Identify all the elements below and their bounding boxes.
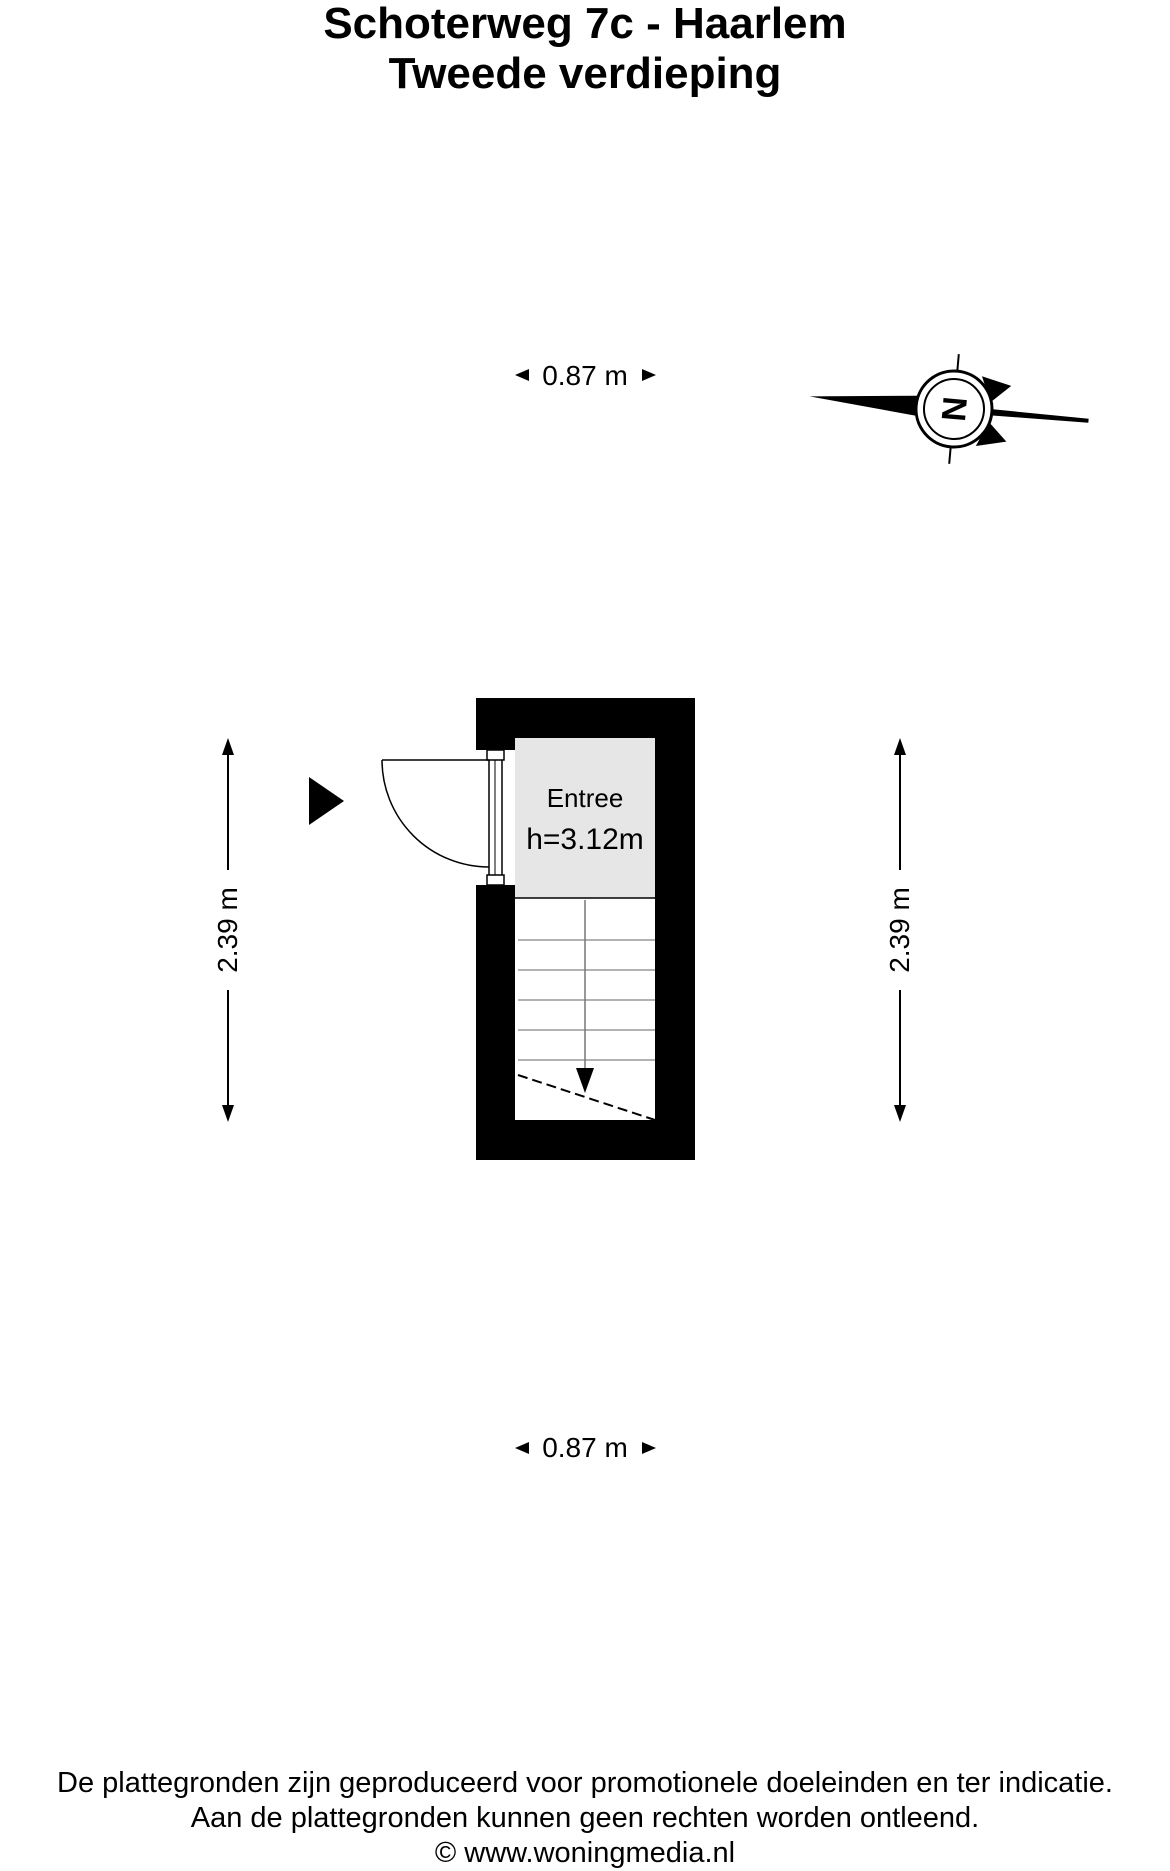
floor-subtitle: Tweede verdieping bbox=[388, 49, 782, 98]
bottom-width-dimension-arrows bbox=[515, 1442, 656, 1454]
top-width-dimension-arrows bbox=[515, 369, 656, 381]
room-entree bbox=[515, 738, 655, 898]
entrance-door bbox=[381, 749, 515, 886]
compass-rose-icon bbox=[809, 354, 1089, 464]
stair-direction-arrow-icon bbox=[576, 1068, 594, 1093]
right-height-dimension: 2.39 m bbox=[884, 887, 915, 973]
top-width-dimension: 0.87 m bbox=[542, 360, 628, 391]
entrance-arrow-icon bbox=[309, 777, 344, 825]
copyright-link[interactable]: © www.woningmedia.nl bbox=[434, 1837, 736, 1869]
left-height-dimension: 2.39 m bbox=[212, 887, 243, 973]
right-height-dimension-line bbox=[894, 738, 906, 1122]
staircase bbox=[515, 897, 656, 1121]
left-height-dimension-line bbox=[222, 738, 234, 1122]
bottom-width-dimension: 0.87 m bbox=[542, 1432, 628, 1463]
page-title: Schoterweg 7c - Haarlem bbox=[323, 0, 847, 48]
room-height-label: h=3.12m bbox=[526, 823, 644, 856]
compass-north-label: N bbox=[935, 395, 975, 423]
disclaimer-line-1: De plattegronden zijn geproduceerd voor … bbox=[57, 1767, 1113, 1799]
room-name-label: Entree bbox=[546, 783, 624, 813]
disclaimer-line-2: Aan de plattegronden kunnen geen rechten… bbox=[190, 1802, 980, 1834]
